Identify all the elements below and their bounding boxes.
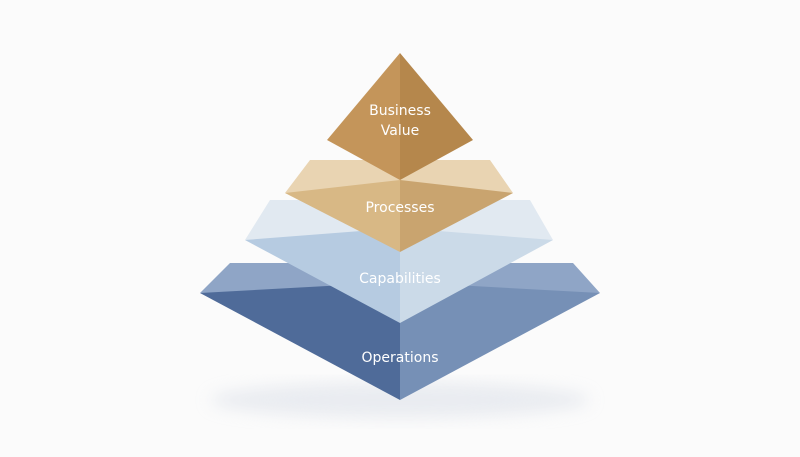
tier-operations: Operations <box>200 263 600 400</box>
label-capabilities: Capabilities <box>359 271 441 287</box>
label-business: Business <box>369 103 431 119</box>
label-operations: Operations <box>362 350 439 366</box>
tier-business-value: Business Value <box>327 53 473 180</box>
label-value: Value <box>381 123 419 139</box>
label-processes: Processes <box>365 200 434 216</box>
